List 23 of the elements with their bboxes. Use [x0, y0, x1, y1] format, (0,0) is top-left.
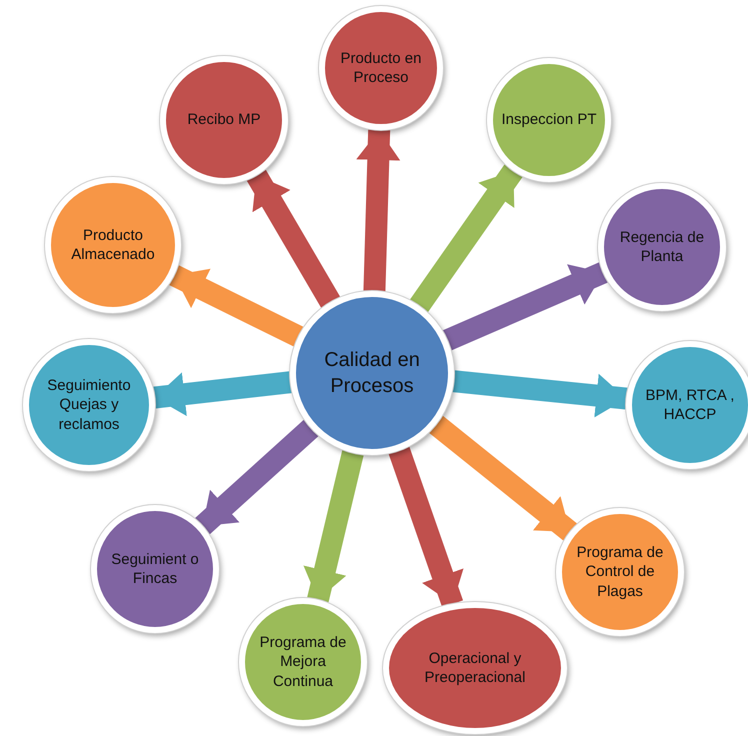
node-label: Producto en Proceso: [340, 48, 422, 88]
node-label: Regencia de Planta: [618, 228, 706, 266]
node-label: Inspeccion PT: [501, 110, 597, 130]
node-label: Operacional y Preoperacional: [424, 648, 526, 688]
block-arrow: [452, 370, 628, 418]
process-circle: [556, 508, 684, 636]
block-arrow: [246, 170, 340, 308]
block-arrow: [195, 420, 318, 534]
node-label: Recibo MP: [187, 110, 261, 130]
node-label: Producto Almacenado: [70, 226, 156, 264]
node-label: BPM, RTCA , HACCP: [644, 386, 736, 424]
block-arrow: [153, 371, 292, 416]
block-arrow: [356, 130, 400, 292]
block-arrow: [169, 265, 304, 347]
node-label: Seguimiento Quejas y reclamos: [46, 376, 132, 434]
node-label: Programa de Control de Plagas: [576, 542, 664, 602]
block-arrow: [303, 450, 364, 602]
block-arrow: [410, 164, 522, 312]
node-label: Programa de Mejora Continua: [258, 632, 348, 692]
block-arrow: [442, 262, 608, 350]
block-arrow: [429, 416, 577, 541]
node-label: Seguimient o Fincas: [110, 550, 200, 588]
node-label: Calidad en Procesos: [323, 348, 421, 399]
